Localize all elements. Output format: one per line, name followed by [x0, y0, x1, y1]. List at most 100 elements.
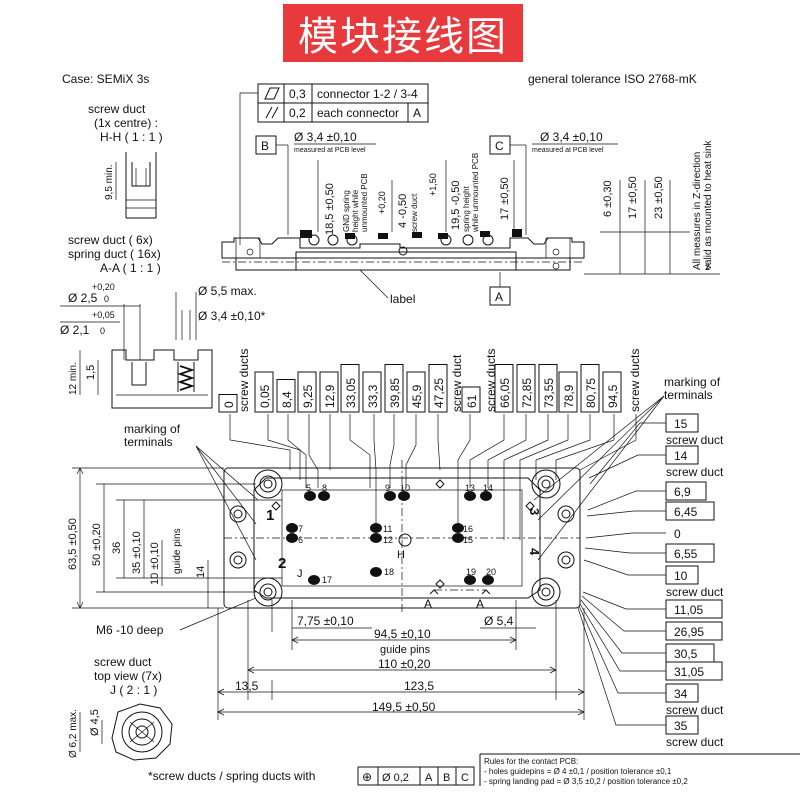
- dim-6: 6 ±0,30: [602, 180, 614, 217]
- d21-tol-lower: 0: [100, 326, 105, 336]
- d25-tol-upper: +0,20: [92, 282, 115, 292]
- pin-dot: [370, 567, 382, 577]
- footnote-frame: ⊕ Ø 0,2 A B C: [357, 766, 475, 786]
- right-dim-value: 14: [674, 449, 688, 463]
- footnote-a: A: [425, 772, 433, 784]
- footnote-text: *screw ducts / spring ducts with: [148, 769, 315, 783]
- right-dim-value: 15: [674, 417, 688, 431]
- top-label: 45,9: [410, 384, 424, 408]
- right-dim-sub: screw duct: [666, 433, 724, 447]
- pin-16: 16: [463, 524, 473, 534]
- right-dim-value: 0: [674, 527, 681, 541]
- pin-dot: [384, 491, 396, 501]
- pin-10: 10: [400, 483, 410, 493]
- d55: Ø 5,5 max.: [198, 284, 257, 298]
- right-dim-sub: screw duct: [666, 585, 724, 599]
- top-label: 33,05: [344, 378, 358, 408]
- pin-dot: [464, 491, 476, 501]
- dim-10: 10 ±0,10: [149, 542, 161, 585]
- datum-c: C: [495, 139, 504, 153]
- right-dim-leader: [577, 607, 666, 726]
- dim-4: 4 -0,50: [397, 194, 409, 228]
- top-label-box: [254, 371, 274, 413]
- pin-dot: [308, 575, 320, 585]
- top-label: 33,3: [366, 384, 380, 408]
- hh-dim: 9,5 min.: [104, 164, 115, 200]
- right-dim-leader: [586, 510, 666, 517]
- case-label: Case: SEMiX 3s: [62, 72, 149, 86]
- dim-7-75: 7,75 ±0,10: [297, 614, 354, 628]
- pin-15: 15: [463, 535, 473, 545]
- right-dim-value: 31,05: [674, 665, 704, 679]
- d25-tol-lower: 0: [104, 294, 109, 304]
- terminal-3: 3: [527, 508, 542, 515]
- pin-dot: [480, 491, 492, 501]
- j-line-1: screw duct: [94, 655, 152, 669]
- tol-desc-2: each connector: [317, 106, 399, 120]
- top-label-box: [218, 394, 238, 413]
- pin-dot: [452, 533, 464, 543]
- top-label: 8,4: [280, 391, 294, 408]
- pin-17: 17: [322, 575, 332, 585]
- right-dim-value: 11,05: [674, 603, 703, 617]
- right-dim-value: 30,5: [674, 647, 698, 661]
- pin-19: 19: [466, 567, 476, 577]
- dim-19-5: 19,5 -0,50: [450, 180, 462, 230]
- top-label-box: [538, 364, 558, 413]
- dim-17-right: 17 ±0,50: [627, 176, 639, 219]
- dim-110: 110 ±0,20: [378, 657, 431, 671]
- section-a-right: A: [476, 597, 484, 611]
- banner-title: 模块接线图: [298, 14, 508, 60]
- top-label: 47,25: [432, 378, 446, 408]
- aa-v15: 1,5: [85, 365, 97, 380]
- right-dim-value: 6,55: [674, 547, 698, 561]
- right-dim-leader: [584, 547, 666, 554]
- j-line-2: top view (7x): [94, 669, 162, 683]
- hh-line-1: screw duct: [88, 102, 146, 116]
- top-label-box: [297, 371, 317, 413]
- pin-6: 6: [298, 535, 303, 545]
- m6-label: M6 -10 deep: [96, 623, 164, 637]
- right-dim-value: 34: [674, 687, 688, 701]
- top-label: 61: [465, 394, 479, 408]
- bottom-dims: 7,75 ±0,10 Ø 5,4 94,5 ±0,10 guide pins 1…: [217, 600, 585, 720]
- side-view: [221, 229, 585, 271]
- tol-datum-2: A: [413, 106, 421, 120]
- j-line-3: J ( 2 : 1 ): [110, 683, 157, 697]
- top-label-box: [319, 371, 339, 413]
- right-dim-leader: [589, 422, 666, 485]
- z-note-2: valid as mounted to heat sink: [703, 139, 714, 270]
- d21-tol-upper: +0,05: [92, 310, 115, 320]
- pin-dot: [304, 491, 316, 501]
- marking-right-2: terminals: [664, 388, 713, 402]
- right-dim-value: 6,9: [674, 485, 691, 499]
- pin-dot: [482, 575, 494, 585]
- hh-line-2: (1x centre) :: [94, 116, 158, 130]
- dim-23: 23 ±0,50: [653, 176, 665, 219]
- j-d45: Ø 4,5: [89, 709, 101, 736]
- measured-c: measured at PCB level: [532, 147, 604, 154]
- aa-line-3: A-A ( 1 : 1 ): [100, 261, 161, 275]
- dim-13-5: 13,5: [235, 679, 259, 693]
- tol-value-2: 0,2: [289, 106, 306, 120]
- top-label: 94,5: [606, 384, 620, 408]
- pin-20: 20: [486, 567, 496, 577]
- pcb-rules: Rules for the contact PCB: - holes guide…: [479, 753, 800, 786]
- top-label-box: [516, 364, 536, 413]
- d34: Ø 3,4 ±0,10*: [198, 309, 266, 323]
- phi-c: Ø 3,4 ±0,10: [540, 130, 603, 144]
- spring-height: spring height: [462, 185, 471, 232]
- marking-left-2: terminals: [124, 435, 173, 449]
- top-label-box: [384, 364, 404, 413]
- pin-dot: [398, 491, 410, 501]
- dim-5-4: Ø 5,4: [484, 614, 514, 628]
- side-view-dims: 18,5 ±0,50 GND spring height while unmou…: [317, 139, 720, 275]
- tol-value-1: 0,3: [289, 87, 306, 101]
- gnd-unmounted: unmounted PCB: [360, 173, 369, 232]
- dim-18-5: 18,5 ±0,50: [324, 183, 336, 235]
- aa-v12: 12 min.: [68, 362, 79, 395]
- datum-a: A: [495, 290, 503, 304]
- right-dim-leader: [579, 603, 666, 672]
